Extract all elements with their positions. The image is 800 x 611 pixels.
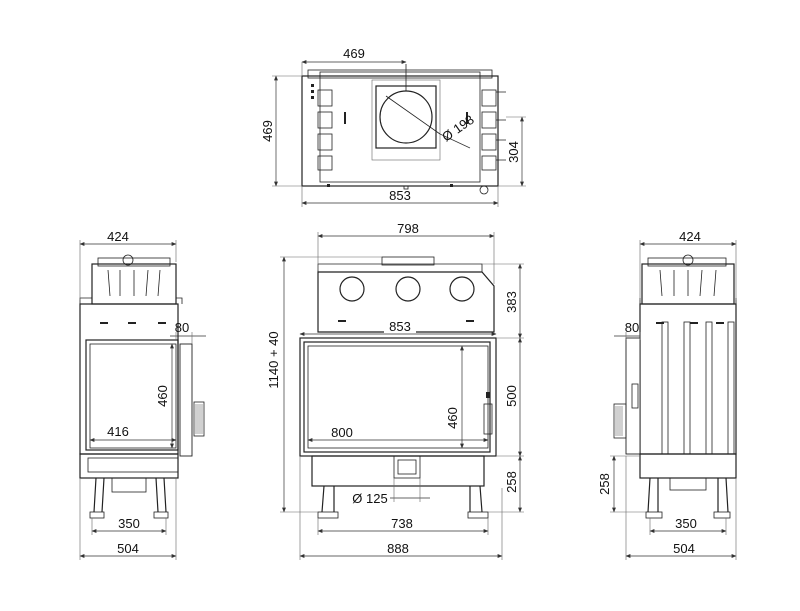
top-view-depth: 469 bbox=[260, 120, 275, 142]
left-view-width-top: 424 bbox=[107, 229, 129, 244]
front-view-inner-width: 853 bbox=[389, 319, 411, 334]
left-view-side-80: 80 bbox=[175, 320, 189, 335]
left-view-glass-width: 416 bbox=[107, 424, 129, 439]
front-view-legs-width: 738 bbox=[391, 516, 413, 531]
front-view-total-height: 1140 + 40 bbox=[266, 331, 281, 388]
left-view-base-width: 504 bbox=[117, 541, 139, 556]
front-view-top-height: 383 bbox=[504, 291, 519, 313]
top-view bbox=[301, 64, 506, 195]
right-view-base-width: 504 bbox=[673, 541, 695, 556]
top-view-flue-diameter: Ø 198 bbox=[439, 112, 477, 145]
left-view-legs-width: 350 bbox=[118, 516, 140, 531]
right-side-view-dimensions: 424 80 258 350 504 bbox=[597, 229, 737, 560]
top-view-offset: 304 bbox=[506, 141, 521, 163]
right-view-width-top: 424 bbox=[679, 229, 701, 244]
front-view-door-height: 500 bbox=[504, 385, 519, 407]
left-side-view-dimensions: 424 80 460 416 350 504 bbox=[79, 229, 206, 560]
front-view-air-diameter: Ø 125 bbox=[352, 491, 387, 506]
front-view-base-width: 888 bbox=[387, 541, 409, 556]
front-view-dimensions: 798 383 853 1140 + 40 500 460 800 258 Ø … bbox=[266, 221, 524, 560]
left-side-view bbox=[79, 254, 205, 519]
right-view-base-height: 258 bbox=[597, 473, 612, 495]
front-view-glass-width: 800 bbox=[331, 425, 353, 440]
right-side-view bbox=[613, 254, 737, 519]
front-view-glass-height: 460 bbox=[445, 407, 460, 429]
front-view-top-width: 798 bbox=[397, 221, 419, 236]
left-view-glass-height: 460 bbox=[155, 385, 170, 407]
front-view-base-height: 258 bbox=[504, 471, 519, 493]
right-view-legs-width: 350 bbox=[675, 516, 697, 531]
top-view-width-top: 469 bbox=[343, 46, 365, 61]
front-view bbox=[299, 256, 497, 519]
top-view-width-bottom: 853 bbox=[389, 188, 411, 203]
right-view-side-80: 80 bbox=[625, 320, 639, 335]
